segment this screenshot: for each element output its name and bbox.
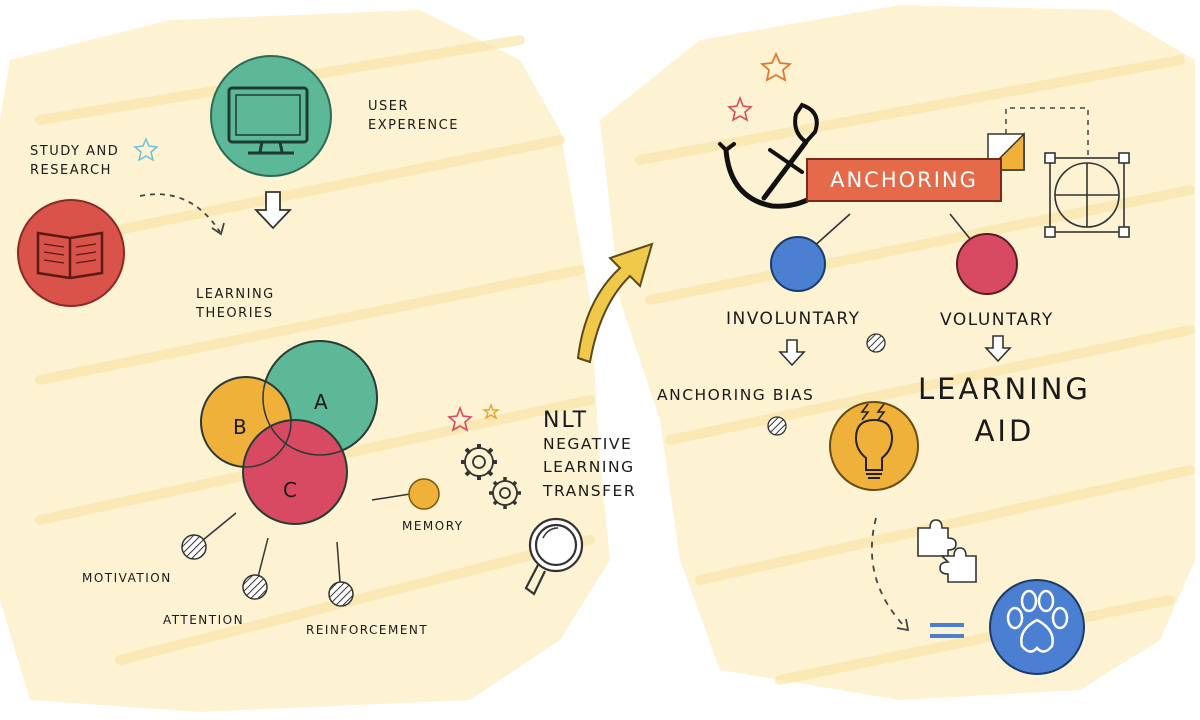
star-icon <box>727 95 753 122</box>
down-arrow-icon <box>253 191 293 230</box>
magnifier-icon <box>524 517 584 596</box>
book-icon <box>17 199 125 307</box>
down-arrow-icon <box>778 339 806 367</box>
hatched-dot <box>866 333 886 353</box>
learning-theories-label: LEARNING THEORIES <box>196 287 275 321</box>
venn-diagram <box>200 340 378 525</box>
anchoring-banner: ANCHORING <box>806 158 1002 202</box>
venn-circle-c <box>242 419 348 525</box>
star-icon <box>481 403 501 420</box>
star-icon <box>133 137 159 162</box>
study-research-label: STUDY AND RESEARCH <box>30 144 120 178</box>
user-experience-label: USER EXPERENCE <box>368 99 459 133</box>
reinforcement-dot <box>328 581 354 607</box>
involuntary-label: INVOLUNTARY <box>726 309 861 329</box>
nlt-title: NLT <box>543 408 589 433</box>
attention-dot <box>242 574 268 600</box>
venn-label-a: A <box>314 390 328 414</box>
venn-label-c: C <box>283 478 297 502</box>
dashed-arrow <box>139 193 221 233</box>
venn-connectors <box>202 493 411 583</box>
anchoring-bias-label: ANCHORING BIAS <box>657 386 815 404</box>
curved-arrow-icon <box>576 242 654 364</box>
dashed-arrow <box>870 517 907 629</box>
venn-label-b: B <box>233 415 247 439</box>
dashed-connector <box>1005 107 1089 158</box>
equals-sign <box>930 623 964 638</box>
memory-dot <box>408 478 440 510</box>
hatched-dot <box>767 416 787 436</box>
motivation-dot <box>181 534 207 560</box>
reinforcement-label: REINFORCEMENT <box>306 623 429 637</box>
banner-connector-left <box>811 213 851 249</box>
lightbulb-icon <box>829 401 919 491</box>
motivation-label: MOTIVATION <box>82 571 172 585</box>
learning-aid-label: LEARNING AID <box>918 372 1091 449</box>
nlt-subtitle: NEGATIVE LEARNING TRANSFER <box>543 435 637 500</box>
puzzle-icon <box>917 519 977 583</box>
attention-label: ATTENTION <box>163 613 245 627</box>
star-icon <box>447 405 473 432</box>
crosshair-icon <box>1044 152 1130 238</box>
voluntary-dot <box>956 233 1018 295</box>
right-background-scribble <box>600 5 1195 700</box>
memory-label: MEMORY <box>402 519 464 533</box>
gears-icon <box>461 444 521 509</box>
down-arrow-icon <box>984 335 1012 363</box>
star-icon <box>759 51 793 82</box>
monitor-icon <box>210 55 332 177</box>
involuntary-dot <box>770 236 826 292</box>
voluntary-label: VOLUNTARY <box>940 310 1054 330</box>
paw-icon <box>989 579 1085 675</box>
anchor-icon <box>718 102 823 209</box>
